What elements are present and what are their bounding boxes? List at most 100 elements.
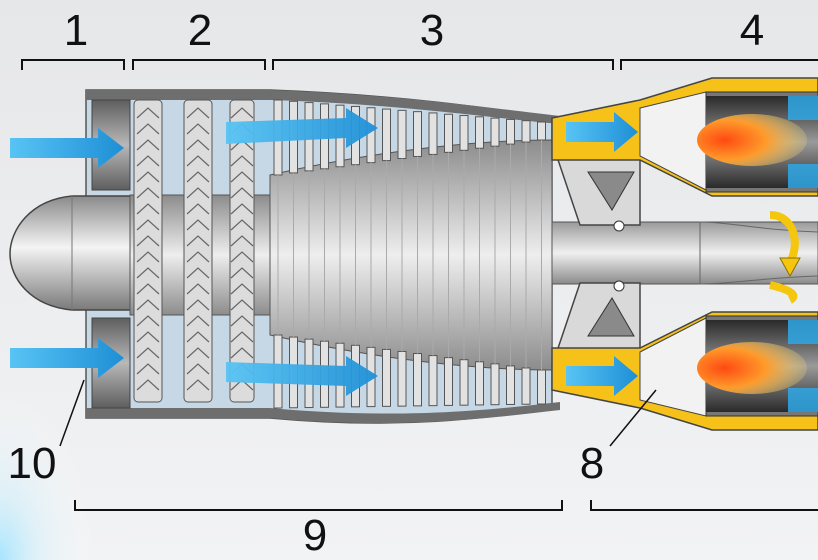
compressor-blade xyxy=(186,187,210,199)
rotation-arrow xyxy=(769,211,801,304)
air-arrow-compressor-top xyxy=(226,108,378,148)
compressor-blade xyxy=(186,299,210,311)
bearing-bottom xyxy=(613,280,625,292)
air-arrow-combustor-bottom xyxy=(566,356,638,396)
compressor-blade xyxy=(186,363,210,375)
compressor-blade xyxy=(136,283,160,295)
hp-blade-bottom xyxy=(506,365,515,405)
hp-blade-top xyxy=(459,115,469,151)
compressor-blade xyxy=(230,315,254,327)
compressor-blade xyxy=(186,235,210,247)
hp-blade-bottom xyxy=(397,350,407,407)
label-4: 4 xyxy=(740,6,764,55)
bottom-casing-wall xyxy=(86,402,560,424)
compressor-blade xyxy=(136,107,160,119)
compressor-blade xyxy=(136,267,160,279)
hp-blade-top xyxy=(444,113,453,153)
compressor-blade xyxy=(186,251,210,263)
compressor-blade xyxy=(136,379,160,391)
air-arrow-combustor-top xyxy=(566,112,638,152)
combustor-upper xyxy=(551,77,818,197)
hp-blade-bottom xyxy=(459,359,469,406)
compressor-blade xyxy=(230,219,254,231)
compressor-blade xyxy=(186,283,210,295)
compressor-blade xyxy=(230,203,254,215)
bearing-triangle-top xyxy=(587,171,635,211)
compressor-blade xyxy=(136,219,160,231)
compressor-blade xyxy=(136,315,160,327)
compressor-blade xyxy=(186,267,210,279)
hp-blade-top xyxy=(506,118,515,145)
compressor-blade xyxy=(136,171,160,183)
compressor-blade xyxy=(136,363,160,375)
bottom-brackets xyxy=(74,500,818,511)
hp-blade-bottom xyxy=(490,363,500,406)
label-9: 9 xyxy=(303,511,327,560)
air-arrow-compressor-bottom xyxy=(226,356,378,396)
compressor-blade xyxy=(136,203,160,215)
compressor-blade xyxy=(186,331,210,343)
hp-blade-top xyxy=(397,109,407,160)
hp-blade-bottom xyxy=(537,369,546,405)
compressor-blade xyxy=(230,283,254,295)
compressor-blade xyxy=(136,251,160,263)
compressor-blade xyxy=(186,379,210,391)
compressor-blade xyxy=(186,219,210,231)
leader-line-10 xyxy=(59,379,85,447)
hp-blade-top xyxy=(413,111,422,157)
compressor-blade xyxy=(230,251,254,263)
compressor-blade xyxy=(186,203,210,215)
hp-blade-bottom xyxy=(521,367,531,405)
label-10: 10 xyxy=(8,439,57,488)
air-flow-arrows xyxy=(10,108,638,396)
hp-blade-top xyxy=(366,107,376,164)
lp-stage-2 xyxy=(183,99,213,403)
compressor-blade xyxy=(230,331,254,343)
hp-blade-bottom xyxy=(444,357,453,406)
compressor-blade xyxy=(186,123,210,135)
lp-stage-3 xyxy=(229,99,255,403)
air-arrow-inlet-bottom xyxy=(10,338,124,378)
compressor-blade xyxy=(230,347,254,359)
hp-blade-top xyxy=(537,121,546,141)
bearing-triangle-bottom xyxy=(587,297,635,337)
top-brackets xyxy=(21,59,818,70)
compressor-blade xyxy=(186,171,210,183)
combustor-lower xyxy=(551,311,818,431)
hp-blade-bottom xyxy=(475,361,484,406)
top-casing-wall xyxy=(86,90,560,124)
compressor-blade xyxy=(230,107,254,119)
low-pressure-compressor xyxy=(129,99,271,403)
hp-blade-top xyxy=(490,117,500,147)
hp-blade-top xyxy=(382,108,391,162)
hp-blade-top xyxy=(428,112,438,155)
compressor-blade xyxy=(136,299,160,311)
compressor-blade xyxy=(230,299,254,311)
compressor-blade xyxy=(136,155,160,167)
compressor-blade xyxy=(136,139,160,151)
leader-line-8 xyxy=(609,389,657,447)
hp-blade-top xyxy=(521,120,531,143)
label-8: 8 xyxy=(580,439,604,488)
compressor-blade xyxy=(136,187,160,199)
compressor-blade xyxy=(230,235,254,247)
compressor-blade xyxy=(186,315,210,327)
compressor-blade xyxy=(186,139,210,151)
compressor-blade xyxy=(186,107,210,119)
hp-blade-top xyxy=(475,116,484,149)
air-arrow-inlet-top xyxy=(10,128,124,168)
lp-stage-1 xyxy=(133,99,163,403)
compressor-blade xyxy=(230,267,254,279)
compressor-blade xyxy=(230,187,254,199)
compressor-blade xyxy=(136,347,160,359)
compressor-blade xyxy=(186,347,210,359)
nose-cone xyxy=(9,195,133,311)
compressor-blade xyxy=(136,235,160,247)
hp-blade-bottom xyxy=(382,348,391,407)
label-2: 2 xyxy=(188,6,212,55)
compressor-blade xyxy=(136,331,160,343)
hp-blade-bottom xyxy=(428,355,438,407)
bearing-top xyxy=(613,220,625,232)
